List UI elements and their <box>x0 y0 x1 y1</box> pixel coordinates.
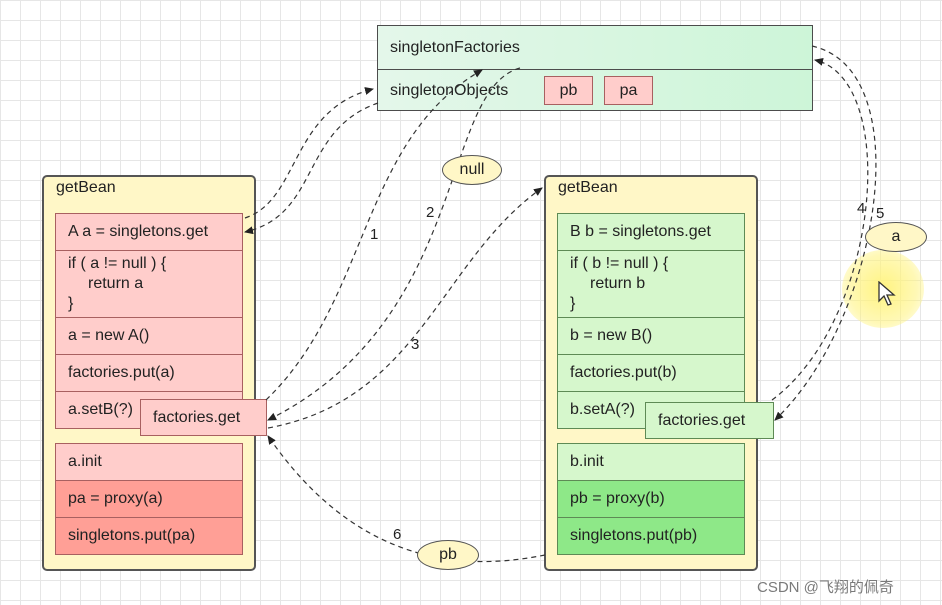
b-proxy-row: pb = proxy(b) <box>557 480 745 518</box>
b-put-singleton-row: singletons.put(pb) <box>557 517 745 555</box>
a-init-row: a.init <box>55 443 243 481</box>
singleton-objects-label: singletonObjects <box>390 82 509 99</box>
b-factories-get-popup: factories.get <box>645 402 774 439</box>
objects-item-pa: pa <box>604 76 653 105</box>
a-put-singleton-row: singletons.put(pa) <box>55 517 243 555</box>
arrow-step-1 <box>265 69 483 401</box>
singleton-factories-row: singletonFactories <box>378 26 812 70</box>
arrow-step-5 <box>774 45 877 421</box>
get-bean-b-title: getBean <box>558 179 618 196</box>
null-oval: null <box>442 155 502 185</box>
step-number-3: 3 <box>411 336 420 353</box>
arrow-step-3 <box>267 187 543 429</box>
step-number-2: 2 <box>426 204 435 221</box>
a-create-row: a = new A() <box>55 317 243 355</box>
a-oval: a <box>865 222 927 252</box>
singleton-factories-label: singletonFactories <box>390 38 520 56</box>
a-factories-get-popup: factories.get <box>140 399 267 436</box>
step-number-6: 6 <box>393 526 402 543</box>
pb-oval: pb <box>417 540 479 570</box>
arrow-step-4 <box>771 57 869 401</box>
step-number-4: 4 <box>857 200 866 217</box>
a-check-row: if ( a != null ) { return a } <box>55 250 243 318</box>
singleton-objects-row: singletonObjects <box>378 70 812 112</box>
arrow-objects-to-a-get <box>244 102 379 235</box>
step-number-1: 1 <box>370 226 379 243</box>
singleton-cache-panel: singletonFactories singletonObjects <box>377 25 813 111</box>
a-proxy-row: pa = proxy(a) <box>55 480 243 518</box>
arrow-step-6 <box>267 435 546 563</box>
get-bean-a-title: getBean <box>56 179 116 196</box>
step-number-5: 5 <box>876 205 885 222</box>
b-init-row: b.init <box>557 443 745 481</box>
a-put-factory-row: factories.put(a) <box>55 354 243 392</box>
objects-item-pb: pb <box>544 76 593 105</box>
b-create-row: b = new B() <box>557 317 745 355</box>
arrow-step-2 <box>267 67 521 421</box>
watermark-text: CSDN @飞翔的佩奇 <box>757 579 894 596</box>
a-get-row: A a = singletons.get <box>55 213 243 251</box>
mouse-cursor-icon <box>878 281 896 306</box>
arrow-a-get-to-objects <box>244 87 374 219</box>
b-check-row: if ( b != null ) { return b } <box>557 250 745 318</box>
